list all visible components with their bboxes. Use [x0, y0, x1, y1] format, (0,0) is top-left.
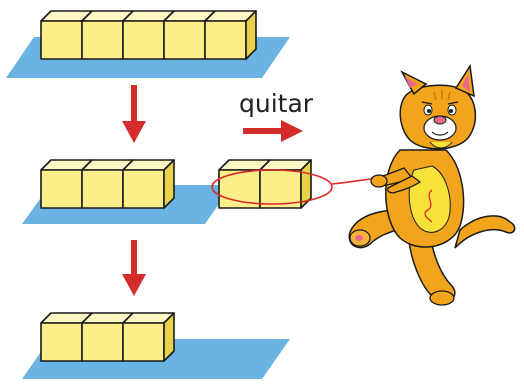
cube-side-face — [163, 159, 175, 209]
cat-icon — [348, 63, 516, 302]
cube-front-face — [122, 169, 165, 209]
cube-row-top — [40, 10, 257, 60]
cube-row-middle — [40, 159, 175, 209]
cube-front-face — [81, 20, 124, 60]
cube-front-face — [40, 169, 83, 209]
cube-row-bottom — [40, 312, 175, 362]
action-label: quitar — [239, 89, 314, 118]
cube-front-face — [204, 20, 247, 60]
cube-front-face — [40, 20, 83, 60]
cube-side-face — [163, 312, 175, 362]
cube-front-face — [81, 322, 124, 362]
rope-loop — [211, 169, 333, 205]
right-arrow — [243, 120, 303, 142]
cube-front-face — [163, 20, 206, 60]
cube-front-face — [122, 20, 165, 60]
cube-front-face — [122, 322, 165, 362]
down-arrow-1 — [122, 85, 146, 143]
cube-side-face — [245, 10, 257, 60]
cube-front-face — [40, 322, 83, 362]
cube-row-removed — [218, 159, 312, 209]
cat-foot — [429, 290, 455, 306]
down-arrow-2 — [122, 240, 146, 296]
cube-front-face — [81, 169, 124, 209]
